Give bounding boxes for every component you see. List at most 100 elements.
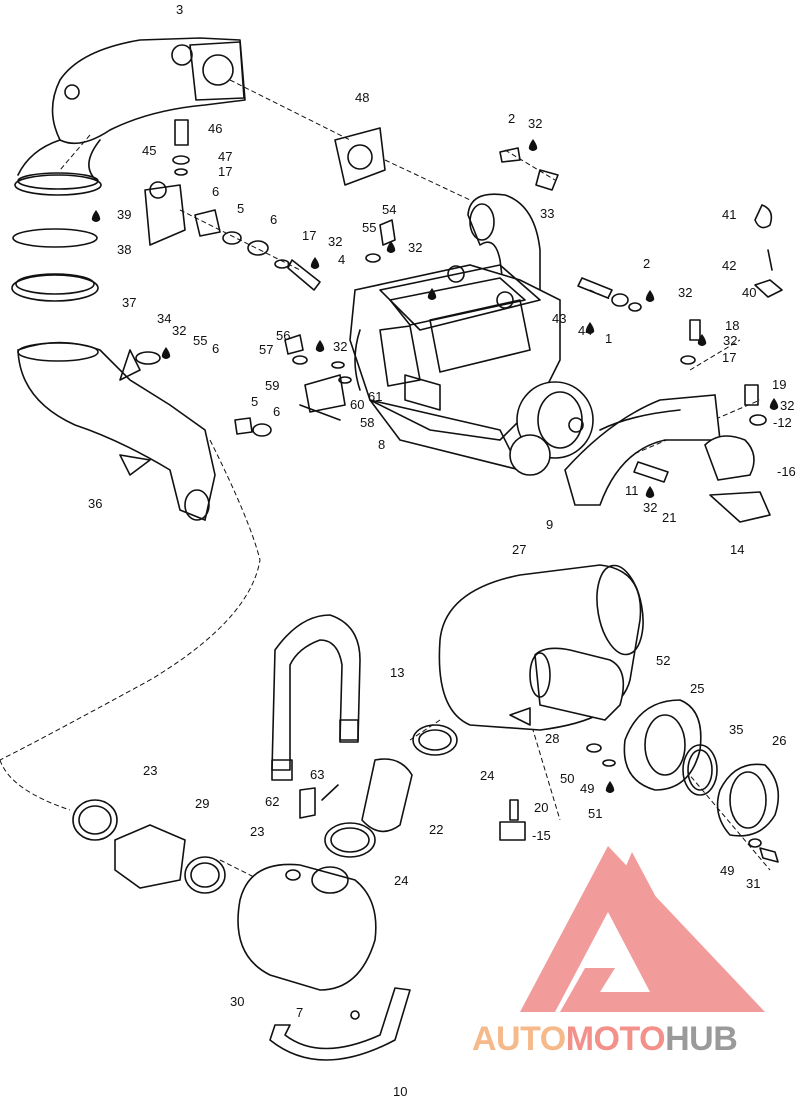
oil-drop-icon [315, 340, 325, 352]
oil-drop-icon [528, 139, 538, 151]
watermark-logo [520, 846, 765, 1012]
callout-c46: 46 [208, 121, 222, 136]
callout-c29: 29 [195, 796, 209, 811]
callout-c55b: 55 [193, 333, 207, 348]
exhaust-elbow [467, 147, 559, 301]
watermark-text: AUTOMOTOHUB [472, 1020, 737, 1058]
callout-c24a: 24 [480, 768, 494, 783]
callout-c18: 18 [725, 318, 739, 333]
callout-c7: 7 [296, 1005, 303, 1020]
callout-c32i: 32 [643, 500, 657, 515]
clamps-and-hoses [72, 724, 458, 894]
oil-drop-icon [697, 334, 707, 346]
callout-c3: 3 [176, 2, 183, 17]
muffler-strap-13 [271, 614, 361, 781]
callout-c63: 63 [310, 767, 324, 782]
callout-c6b: 6 [270, 212, 277, 227]
callout-c59: 59 [265, 378, 279, 393]
muffler-27 [438, 564, 644, 731]
callout-c13: 13 [390, 665, 404, 680]
callout-c43: 43 [552, 311, 566, 326]
oil-drop-icon [769, 398, 779, 410]
callout-c40: 40 [742, 285, 756, 300]
callout-c14: 14 [730, 542, 744, 557]
callout-c22: 22 [429, 822, 443, 837]
oil-drop-icon [605, 781, 615, 793]
callout-c32c: 32 [408, 240, 422, 255]
callout-c56: 56 [276, 328, 290, 343]
callout-c16: -16 [777, 464, 796, 479]
callout-c45: 45 [142, 143, 156, 158]
callout-c37: 37 [122, 295, 136, 310]
callout-c32f: 32 [172, 323, 186, 338]
callout-c32e: 32 [723, 333, 737, 348]
resonator-strap-10 [269, 987, 411, 1061]
oil-drop-icon [585, 322, 595, 334]
callout-c32h: 32 [780, 398, 794, 413]
oil-drop-icon [427, 288, 437, 300]
callout-c6d: 6 [273, 404, 280, 419]
manifold-bracket [144, 119, 321, 291]
callout-c55a: 55 [362, 220, 376, 235]
callout-c32d: 32 [678, 285, 692, 300]
callout-c32a: 32 [328, 234, 342, 249]
oil-drop-icon [386, 241, 396, 253]
gasket-26 [716, 763, 780, 837]
callout-c17a: 17 [218, 164, 232, 179]
oil-drop-icon [161, 347, 171, 359]
callout-c58: 58 [360, 415, 374, 430]
callout-c26: 26 [772, 733, 786, 748]
callout-c30: 30 [230, 994, 244, 1009]
callout-c9: 9 [546, 517, 553, 532]
callout-c57: 57 [259, 342, 273, 357]
callout-c47: 47 [218, 149, 232, 164]
callout-c51: 51 [588, 806, 602, 821]
callout-c25: 25 [690, 681, 704, 696]
callout-c20: 20 [534, 800, 548, 815]
callout-c2b: 2 [643, 256, 650, 271]
callout-c41: 41 [722, 207, 736, 222]
callout-c6a: 6 [212, 184, 219, 199]
fittings-5-6-lower [234, 417, 272, 437]
callout-c27: 27 [512, 542, 526, 557]
hose-clip-41 [754, 204, 783, 298]
resonator-30 [237, 863, 377, 991]
callout-c32b: 32 [528, 116, 542, 131]
callout-c8: 8 [378, 437, 385, 452]
exhaust-manifold [17, 37, 246, 181]
oil-drop-icon [645, 486, 655, 498]
callout-c5a: 5 [237, 201, 244, 216]
callout-c38: 38 [117, 242, 131, 257]
callout-c23a: 23 [143, 763, 157, 778]
callout-c4: 4 [338, 252, 345, 267]
callout-c34: 34 [157, 311, 171, 326]
callout-c52: 52 [656, 653, 670, 668]
callout-c60: 60 [350, 397, 364, 412]
callout-c15: -15 [532, 828, 551, 843]
callout-c48: 48 [355, 90, 369, 105]
callout-c33: 33 [540, 206, 554, 221]
callout-c17c: 17 [722, 350, 736, 365]
oil-drop-icon [310, 257, 320, 269]
callout-c31: 31 [746, 876, 760, 891]
callout-c49a: 49 [580, 781, 594, 796]
exhaust-pipe-36 [17, 341, 216, 522]
callout-c28: 28 [545, 731, 559, 746]
callout-c54: 54 [382, 202, 396, 217]
oil-drop-icon [91, 210, 101, 222]
callout-c17b: 17 [302, 228, 316, 243]
callout-c12: -12 [773, 415, 792, 430]
engine-support-9 [564, 394, 771, 523]
callout-c2a: 2 [508, 111, 515, 126]
callout-c61: 61 [368, 389, 382, 404]
seal-35 [682, 744, 718, 796]
gasket-rings [11, 172, 102, 302]
oil-drop-icon [645, 290, 655, 302]
callout-c42: 42 [722, 258, 736, 273]
muffler-fasteners [499, 743, 779, 863]
engine-fasteners [365, 219, 767, 483]
callout-c24b: 24 [394, 873, 408, 888]
callout-c62: 62 [265, 794, 279, 809]
